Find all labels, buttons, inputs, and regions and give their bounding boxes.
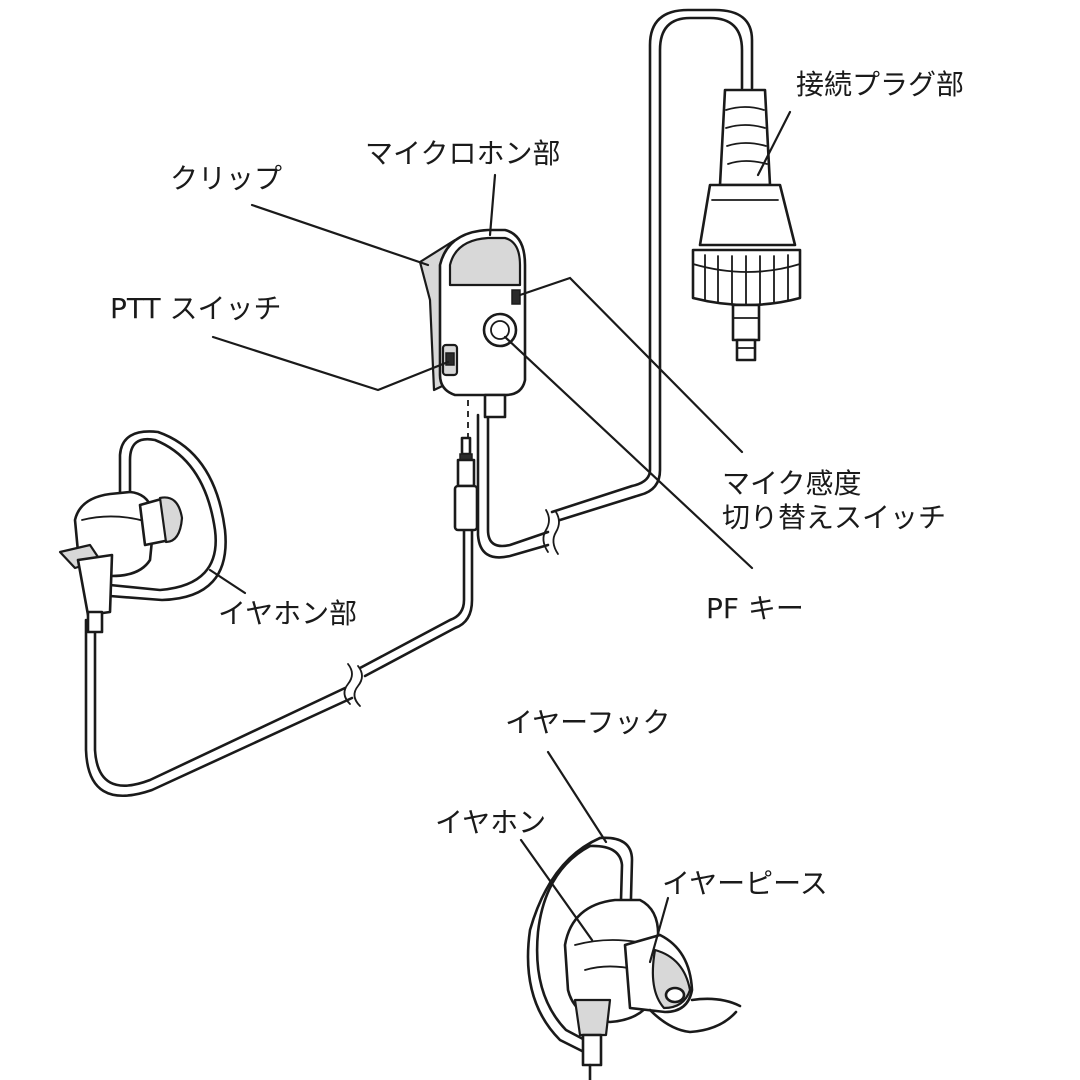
leader-ear-hook <box>546 750 608 844</box>
label-ear-hook: イヤーフック <box>505 706 670 739</box>
label-mic-sensitivity-line1: マイク感度 <box>722 467 861 500</box>
leader-mic-sensitivity <box>518 276 744 454</box>
microphone-body <box>418 228 527 532</box>
earphone-cable <box>84 528 474 798</box>
label-earphone-unit: イヤホン部 <box>218 597 357 630</box>
pf-key <box>482 312 518 348</box>
label-ptt-switch: PTT スイッチ <box>110 292 282 325</box>
earphone-unit <box>58 430 227 634</box>
label-clip: クリップ <box>170 162 282 195</box>
leader-clip <box>250 203 430 267</box>
label-earphone: イヤホン <box>435 806 546 839</box>
label-mic-sensitivity-line2: 切り替えスイッチ <box>722 501 946 534</box>
label-connector-plug: 接続プラグ部 <box>796 68 964 101</box>
main-cable <box>476 8 754 559</box>
leader-earphone <box>519 838 594 942</box>
leader-ptt-switch <box>211 335 450 392</box>
leader-microphone <box>488 173 497 237</box>
label-ear-piece: イヤーピース <box>662 867 828 900</box>
earphone-detail <box>526 836 742 1080</box>
leader-ear-piece <box>648 896 670 964</box>
mic-sensitivity-switch <box>511 289 521 305</box>
leader-connector-plug <box>756 110 792 177</box>
label-microphone: マイクロホン部 <box>365 137 560 170</box>
label-pf-key: PF キー <box>706 592 804 625</box>
leader-pf-key <box>503 335 754 570</box>
leader-earphone-unit <box>208 568 247 595</box>
leader-lines <box>208 110 792 964</box>
connector-plug <box>691 88 802 362</box>
